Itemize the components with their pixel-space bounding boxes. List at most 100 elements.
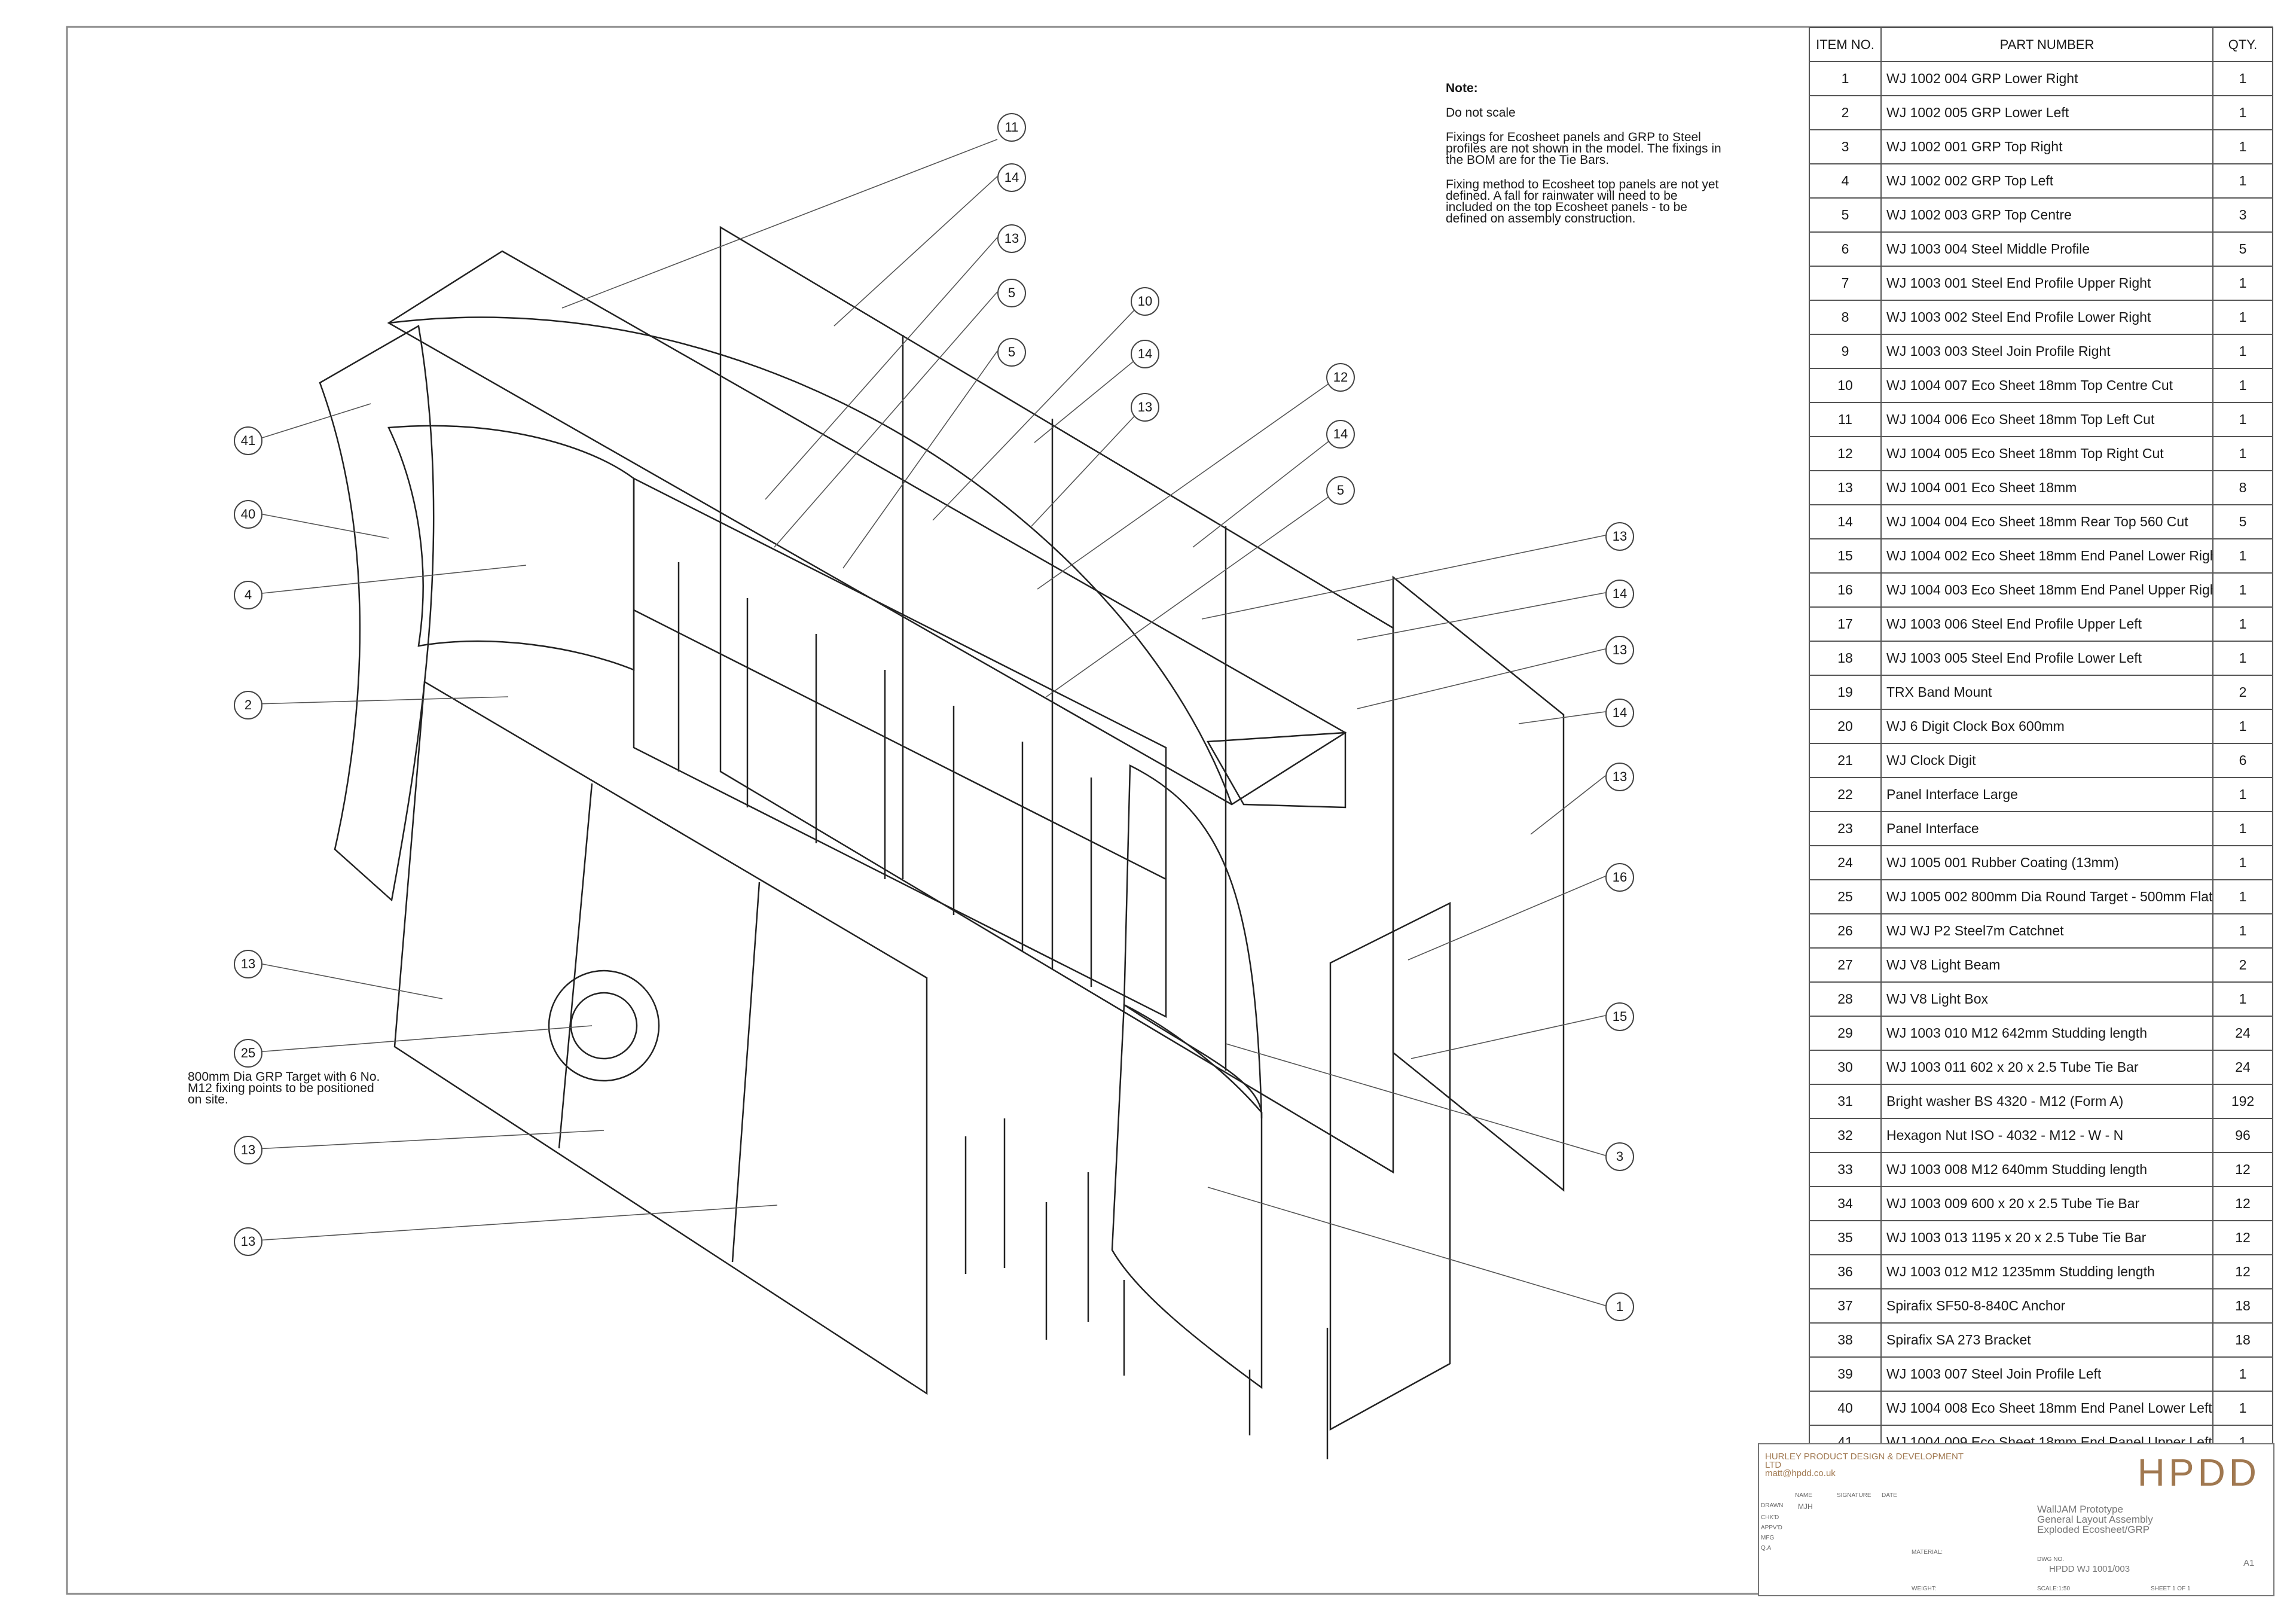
bom-qty: 2: [2212, 675, 2273, 710]
bom-item-no: 20: [1809, 709, 1882, 744]
sheet-label: SHEET 1 OF 1: [2151, 1586, 2191, 1592]
bom-part-number: WJ 1004 002 Eco Sheet 18mm End Panel Low…: [1880, 538, 2213, 574]
bom-item-no: 4: [1809, 163, 1882, 199]
callout-balloon: 13: [997, 224, 1026, 253]
bom-part-number: WJ 1003 005 Steel End Profile Lower Left: [1880, 641, 2213, 676]
bom-part-number: Spirafix SA 273 Bracket: [1880, 1322, 2213, 1358]
row-label-appvd: APPV'D: [1761, 1525, 1782, 1531]
bom-item-no: 18: [1809, 641, 1882, 676]
note-line: Fixing method to Ecosheet top panels are…: [1446, 178, 1719, 225]
bom-part-number: WJ 1003 006 Steel End Profile Upper Left: [1880, 606, 2213, 642]
bom-qty: 1: [2212, 845, 2273, 880]
bom-part-number: WJ 1002 005 GRP Lower Left: [1880, 95, 2213, 130]
bom-part-number: Panel Interface Large: [1880, 777, 2213, 812]
bom-item-no: 10: [1809, 368, 1882, 403]
bom-qty: 12: [2212, 1220, 2273, 1255]
dwg-no-label: DWG NO.: [2037, 1556, 2064, 1563]
bom-item-no: 14: [1809, 504, 1882, 539]
bom-part-number: WJ 1003 011 602 x 20 x 2.5 Tube Tie Bar: [1880, 1050, 2213, 1085]
bom-part-number: WJ 1002 004 GRP Lower Right: [1880, 61, 2213, 96]
callout-balloon: 3: [1605, 1142, 1634, 1171]
bom-qty: 192: [2212, 1084, 2273, 1119]
bom-header-qty: QTY.: [2212, 27, 2273, 62]
rear-panel-right: [1392, 575, 1565, 1192]
bom-qty: 12: [2212, 1254, 2273, 1289]
bom-qty: 1: [2212, 163, 2273, 199]
bom-item-no: 31: [1809, 1084, 1882, 1119]
bom-item-no: 13: [1809, 470, 1882, 505]
row-label-qa: Q.A: [1761, 1545, 1772, 1551]
bom-header-part-number: PART NUMBER: [1880, 27, 2213, 62]
bom-part-number: WJ 1004 005 Eco Sheet 18mm Top Right Cut: [1880, 436, 2213, 471]
bom-qty: 1: [2212, 402, 2273, 437]
row-label-drawn: DRAWN: [1761, 1502, 1784, 1509]
bom-qty: 5: [2212, 504, 2273, 539]
bom-qty: 1: [2212, 436, 2273, 471]
bom-item-no: 1: [1809, 61, 1882, 96]
sheet-size: A1: [2243, 1558, 2255, 1568]
callout-balloon: 2: [234, 691, 262, 719]
callout-balloon: 13: [1605, 636, 1634, 664]
bom-qty: 24: [2212, 1016, 2273, 1051]
material-label: MATERIAL:: [1912, 1549, 1943, 1556]
bom-header-item-no: ITEM NO.: [1809, 27, 1882, 62]
bom-part-number: WJ 6 Digit Clock Box 600mm: [1880, 709, 2213, 744]
bom-qty: 1: [2212, 61, 2273, 96]
rear-panel-left: [719, 225, 1394, 1174]
note-line: Fixings for Ecosheet panels and GRP to S…: [1446, 130, 1721, 167]
bom-item-no: 17: [1809, 606, 1882, 642]
bom-item-no: 32: [1809, 1118, 1882, 1153]
callout-balloon: 16: [1605, 863, 1634, 892]
bom-item-no: 19: [1809, 675, 1882, 710]
left-end-panel: [319, 325, 435, 902]
bom-part-number: WJ 1003 001 Steel End Profile Upper Righ…: [1880, 266, 2213, 301]
scale-label: SCALE:1:50: [2037, 1586, 2071, 1592]
bom-qty: 24: [2212, 1050, 2273, 1085]
bom-part-number: WJ 1003 007 Steel Join Profile Left: [1880, 1356, 2213, 1392]
bom-part-number: WJ V8 Light Box: [1880, 981, 2213, 1017]
bom-part-number: WJ Clock Digit: [1880, 743, 2213, 778]
callout-balloon: 40: [234, 500, 262, 529]
bom-part-number: WJ WJ P2 Steel7m Catchnet: [1880, 913, 2213, 949]
grp-top-right: [1123, 764, 1263, 1119]
notes-title: Note:: [1446, 81, 1478, 95]
bom-qty: 1: [2212, 879, 2273, 914]
bom-qty: 1: [2212, 266, 2273, 301]
drawing-title: WallJAM Prototype General Layout Assembl…: [2037, 1504, 2153, 1535]
bom-part-number: WJ 1003 013 1195 x 20 x 2.5 Tube Tie Bar: [1880, 1220, 2213, 1255]
bom-item-no: 37: [1809, 1288, 1882, 1324]
callout-balloon: 1: [1605, 1292, 1634, 1321]
callout-balloon: 15: [1605, 1002, 1634, 1031]
row-label-mfg: MFG: [1761, 1535, 1775, 1541]
bom-item-no: 5: [1809, 197, 1882, 233]
rear-top-panel: [1206, 731, 1347, 809]
callout-balloon: 13: [1605, 763, 1634, 791]
bom-item-no: 21: [1809, 743, 1882, 778]
bom-item-no: 3: [1809, 129, 1882, 164]
bom-qty: 1: [2212, 981, 2273, 1017]
bom-part-number: WJ 1004 006 Eco Sheet 18mm Top Left Cut: [1880, 402, 2213, 437]
bom-item-no: 16: [1809, 572, 1882, 608]
bom-qty: 1: [2212, 300, 2273, 335]
col-date-label: DATE: [1882, 1492, 1897, 1499]
grp-top-left: [387, 425, 635, 671]
bom-qty: 18: [2212, 1322, 2273, 1358]
title-line: WallJAM Prototype: [2037, 1504, 2123, 1515]
bom-qty: 1: [2212, 1356, 2273, 1392]
bom-qty: 1: [2212, 95, 2273, 130]
bom-item-no: 22: [1809, 777, 1882, 812]
